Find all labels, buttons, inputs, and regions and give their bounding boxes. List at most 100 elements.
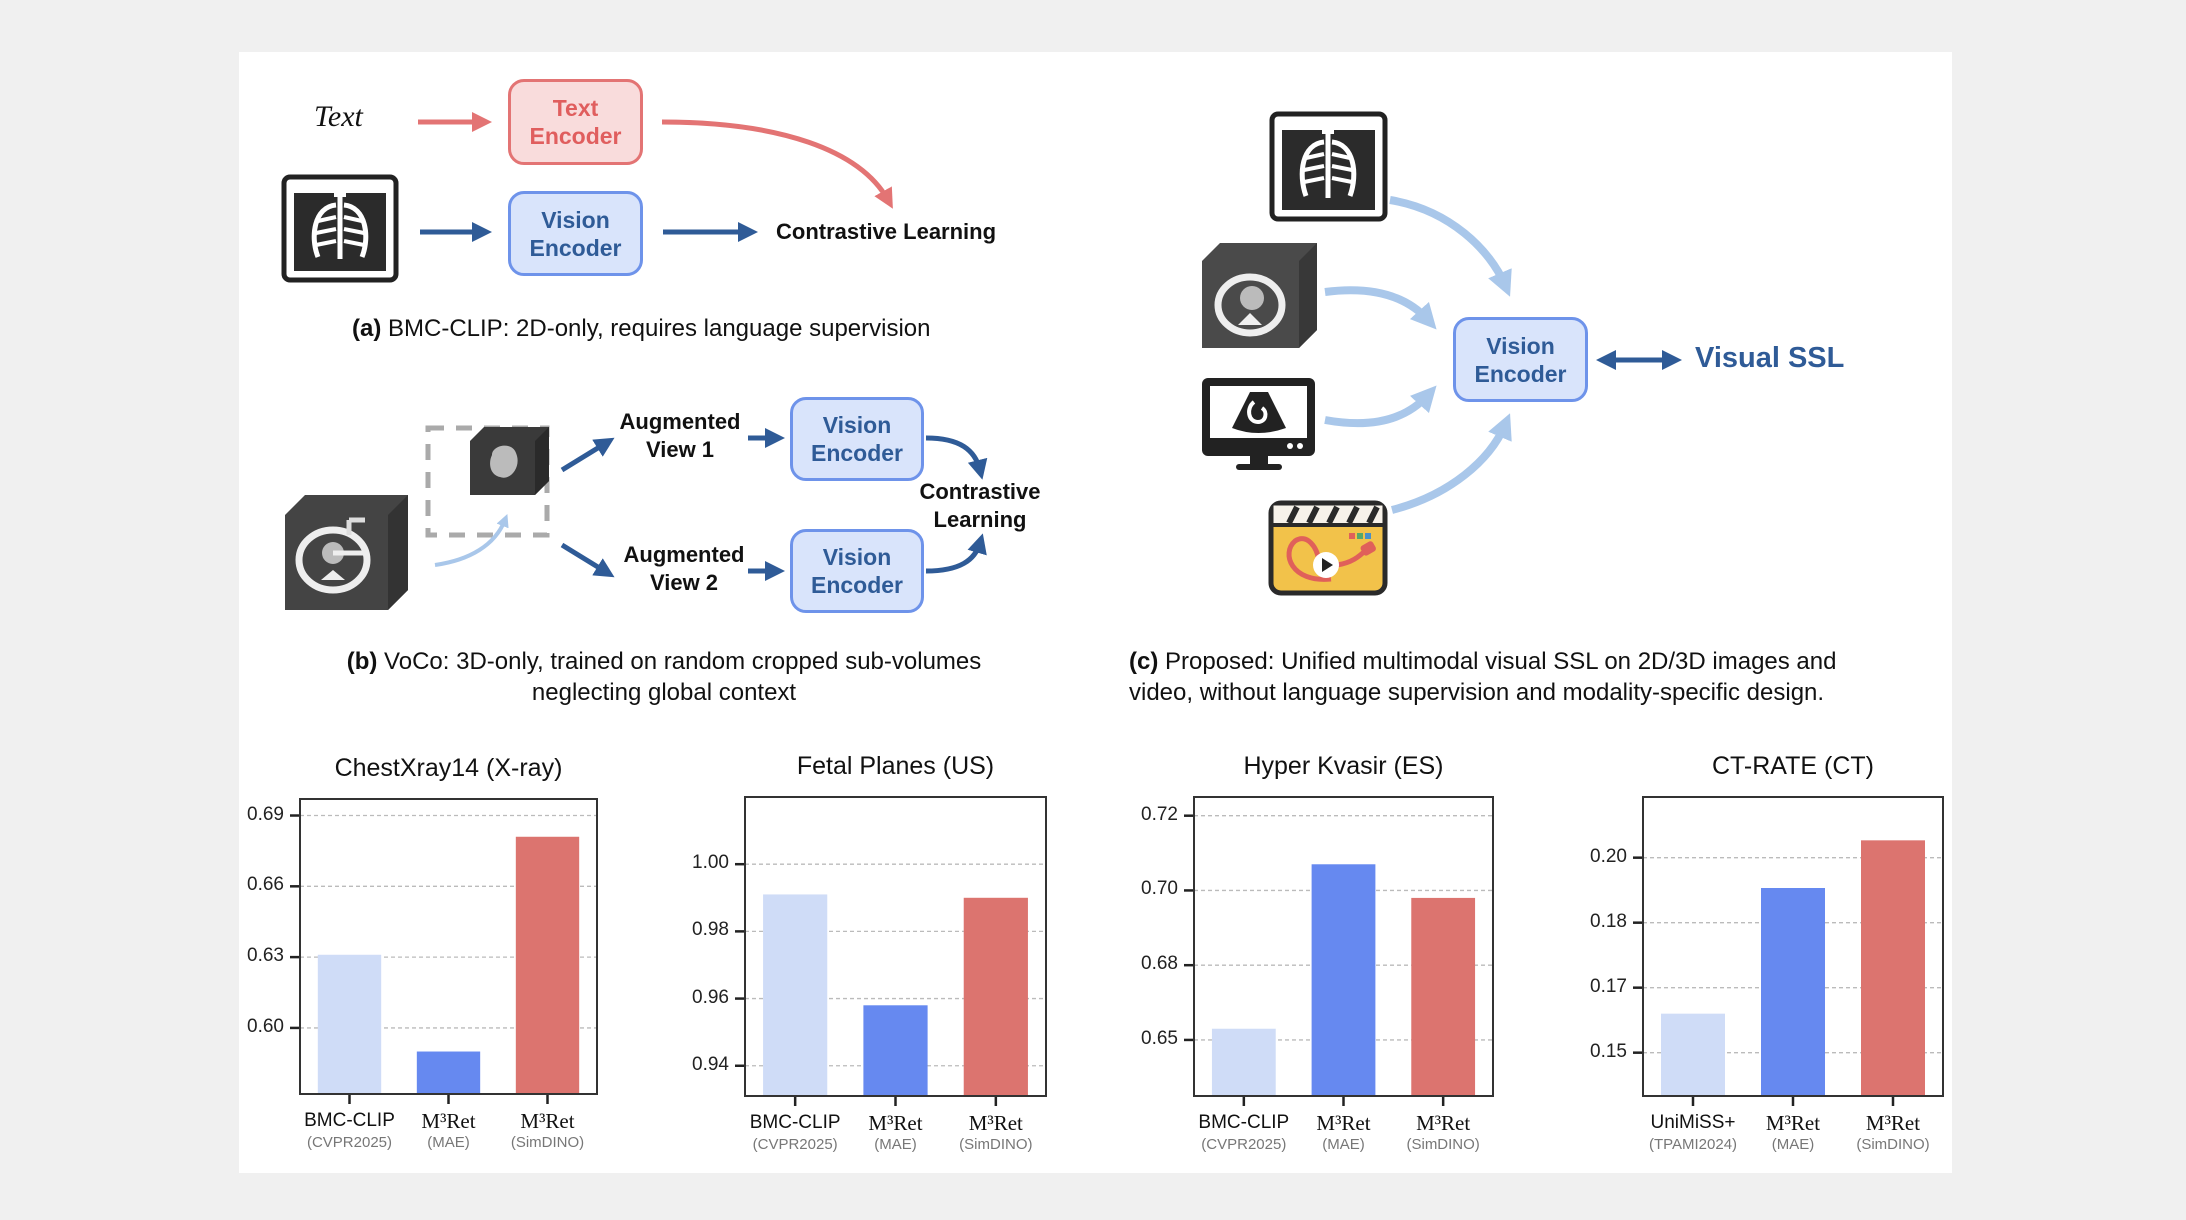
bar-simdino	[963, 897, 1028, 1096]
chart-title: ChestXray14 (X-ray)	[334, 754, 563, 782]
bar-simdino	[1411, 897, 1476, 1096]
x-tick-label-main: M³Ret	[1416, 1111, 1471, 1135]
x-tick-label-sub: (SimDINO)	[959, 1136, 1033, 1153]
x-tick-label-main: M³Ret	[1765, 1111, 1821, 1135]
ultrasound-monitor-icon	[1202, 378, 1315, 470]
text-encoder-to-contrastive-arrow	[661, 119, 893, 209]
y-tick-label: 0.63	[247, 945, 284, 967]
x-tick-label-sub: (SimDINO)	[1406, 1136, 1480, 1153]
y-tick-label: 0.72	[1141, 803, 1178, 825]
y-tick-label: 0.18	[1590, 910, 1627, 932]
x-tick-label-sub: (SimDINO)	[1856, 1136, 1930, 1153]
bar-baseline	[763, 894, 828, 1096]
x-tick-label-sub: (TPAMI2024)	[1648, 1136, 1738, 1153]
vision-encoder-box-c: Vision Encoder	[1453, 317, 1588, 402]
chart-title: Hyper Kvasir (ES)	[1243, 752, 1444, 780]
caption-a: (a) BMC-CLIP: 2D-only, requires language…	[352, 313, 930, 344]
bar-baseline	[317, 954, 382, 1094]
x-tick-label-main: M³Ret	[968, 1111, 1023, 1135]
plot-frame	[299, 798, 598, 1095]
plot-frame	[1193, 796, 1494, 1097]
y-tick-label: 0.98	[692, 919, 729, 941]
x-tick-label-main: BMC-CLIP	[749, 1112, 841, 1133]
x-tick-label-main: M³Ret	[1316, 1111, 1371, 1135]
caption-a-tag: (a)	[352, 315, 382, 342]
bar-simdino	[515, 836, 580, 1094]
augmented-view-2-label: Augmented View 2	[623, 542, 745, 595]
x-tick-label-sub: (MAE)	[1771, 1136, 1815, 1153]
x-tick-label: BMC-CLIP (CVPR2025)	[1179, 1112, 1309, 1156]
augmented-view-1-label: Augmented View 1	[619, 409, 741, 462]
y-tick-label: 0.70	[1141, 878, 1178, 900]
y-tick-label: 0.94	[692, 1053, 729, 1075]
text-encoder-box: Text Encoder	[508, 79, 643, 165]
y-tick-label: 1.00	[692, 852, 729, 874]
caption-c-text: Proposed: Unified multimodal visual SSL …	[1129, 648, 1837, 706]
crop-arrow	[434, 514, 509, 567]
caption-c-tag: (c)	[1129, 648, 1159, 675]
x-tick-label-main: M³Ret	[421, 1109, 476, 1133]
y-tick-label: 0.65	[1141, 1027, 1178, 1049]
plot-frame	[744, 796, 1047, 1097]
xray-to-encoder-arrow	[1389, 196, 1512, 297]
ct-volume-icon-c	[1202, 243, 1317, 348]
bar-baseline	[1661, 1013, 1725, 1096]
caption-b-tag: (b)	[346, 648, 378, 675]
bar-mae	[863, 1005, 928, 1096]
y-tick-label: 0.68	[1141, 953, 1178, 975]
y-tick-label: 0.96	[692, 986, 729, 1008]
x-tick-label-sub: (CVPR2025)	[306, 1134, 393, 1151]
y-tick-label: 0.69	[247, 803, 284, 825]
x-tick-label-sub: (SimDINO)	[510, 1134, 585, 1151]
x-tick-label-sub: (CVPR2025)	[1201, 1136, 1287, 1153]
y-tick-label: 0.66	[247, 874, 284, 896]
x-tick-label: UniMiSS+ (TPAMI2024)	[1628, 1112, 1758, 1156]
vision-encoder-box-b1: Vision Encoder	[790, 397, 924, 481]
x-tick-label-main: BMC-CLIP	[304, 1110, 395, 1131]
encoder1-to-contrastive-arrow	[925, 435, 988, 480]
x-tick-label-main: M³Ret	[520, 1109, 575, 1133]
x-tick-label: M³Ret(MAE)	[831, 1112, 961, 1156]
x-tick-label: M³Ret(MAE)	[1279, 1112, 1409, 1156]
x-tick-label: M³Ret(SimDINO)	[483, 1110, 613, 1154]
bar-mae	[416, 1051, 481, 1094]
vision-encoder-box-a: Vision Encoder	[508, 191, 643, 276]
y-tick-label: 0.20	[1590, 845, 1627, 867]
x-tick-label: M³Ret(MAE)	[384, 1110, 514, 1154]
x-tick-label-sub: (CVPR2025)	[752, 1136, 838, 1153]
y-tick-label: 0.15	[1590, 1040, 1627, 1062]
x-tick-label: M³Ret(SimDINO)	[1378, 1112, 1508, 1156]
caption-c: (c) Proposed: Unified multimodal visual …	[1129, 646, 1836, 708]
chart-title: CT-RATE (CT)	[1711, 752, 1874, 780]
bar-simdino	[1861, 840, 1925, 1096]
visual-ssl-label: Visual SSL	[1695, 342, 1845, 374]
x-tick-label-sub: (MAE)	[427, 1134, 470, 1151]
xray-chest-icon	[281, 174, 399, 283]
ct-to-encoder-arrow	[1324, 286, 1437, 330]
cropped-subvolume-icon	[470, 427, 549, 495]
x-tick-label: M³Ret(MAE)	[1728, 1112, 1858, 1156]
x-tick-label-main: M³Ret	[868, 1111, 923, 1135]
encoder2-to-contrastive-arrow	[925, 533, 987, 574]
ct-volume-icon	[285, 495, 408, 610]
vision-encoder-box-b2: Vision Encoder	[790, 529, 924, 613]
y-tick-label: 0.17	[1590, 975, 1627, 997]
x-tick-label-sub: (MAE)	[874, 1136, 917, 1153]
ultrasound-to-encoder-arrow	[1324, 385, 1437, 428]
xray-chest-icon-c	[1269, 111, 1388, 222]
x-tick-label-main: BMC-CLIP	[1198, 1112, 1290, 1133]
x-tick-label-sub: (MAE)	[1322, 1136, 1365, 1153]
caption-a-text: BMC-CLIP: 2D-only, requires language sup…	[381, 315, 931, 342]
contrastive-learning-label-a: Contrastive Learning	[776, 219, 997, 244]
endoscopy-video-icon	[1268, 500, 1388, 596]
x-tick-label-main: UniMiSS+	[1650, 1112, 1736, 1133]
text-input-label: Text	[314, 100, 363, 133]
x-tick-label: M³Ret(SimDINO)	[1828, 1112, 1958, 1156]
contrastive-learning-label-b: Contrastive Learning	[919, 479, 1041, 532]
plot-frame	[1642, 796, 1944, 1097]
